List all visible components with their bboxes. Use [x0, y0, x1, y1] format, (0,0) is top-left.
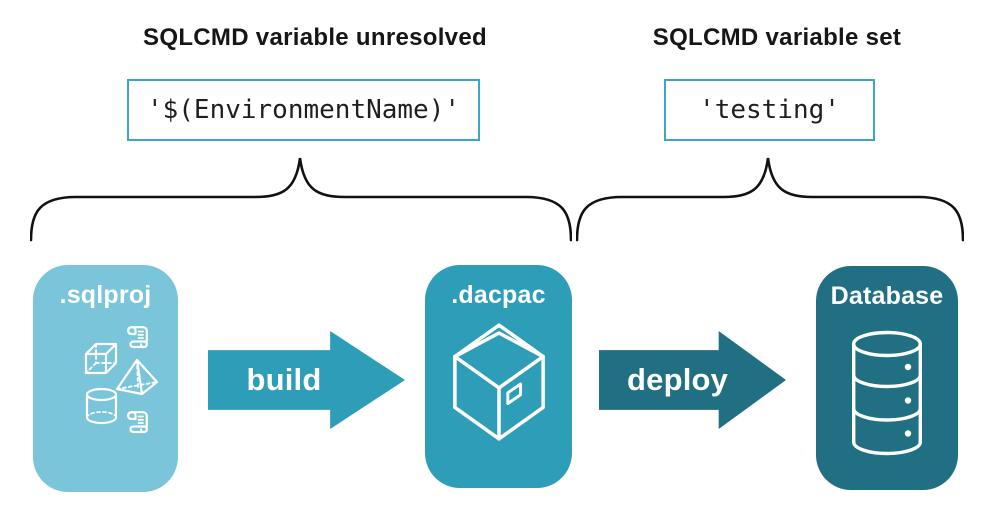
deploy-arrow: deploy — [599, 331, 786, 429]
cube-icon — [84, 342, 117, 375]
build-arrow-label: build — [246, 362, 322, 397]
package-icon — [452, 323, 545, 441]
scroll-icon — [126, 411, 148, 434]
right-annotation-title: SQLCMD variable set — [652, 24, 902, 51]
pyramid-icon — [115, 358, 158, 396]
left-brace — [30, 157, 572, 242]
cylinder-icon — [85, 387, 117, 425]
unresolved-variable-box: '$(EnvironmentName)' — [127, 79, 480, 141]
database-icon — [852, 330, 922, 456]
node-dacpac-label: .dacpac — [451, 281, 546, 309]
right-brace — [576, 157, 964, 242]
node-database-label: Database — [830, 282, 944, 310]
build-arrow: build — [208, 331, 405, 429]
scroll-icon — [126, 326, 148, 349]
set-variable-box: 'testing' — [664, 79, 875, 141]
unresolved-variable-value: '$(EnvironmentName)' — [146, 95, 461, 125]
node-dacpac: .dacpac — [425, 265, 572, 488]
node-sqlproj: .sqlproj — [33, 265, 178, 492]
left-annotation-title: SQLCMD variable unresolved — [143, 24, 487, 51]
node-sqlproj-label: .sqlproj — [59, 281, 152, 309]
set-variable-value: 'testing' — [699, 95, 840, 125]
node-database: Database — [816, 266, 958, 490]
sql-objects-icon — [84, 326, 158, 434]
deploy-arrow-label: deploy — [627, 362, 729, 397]
